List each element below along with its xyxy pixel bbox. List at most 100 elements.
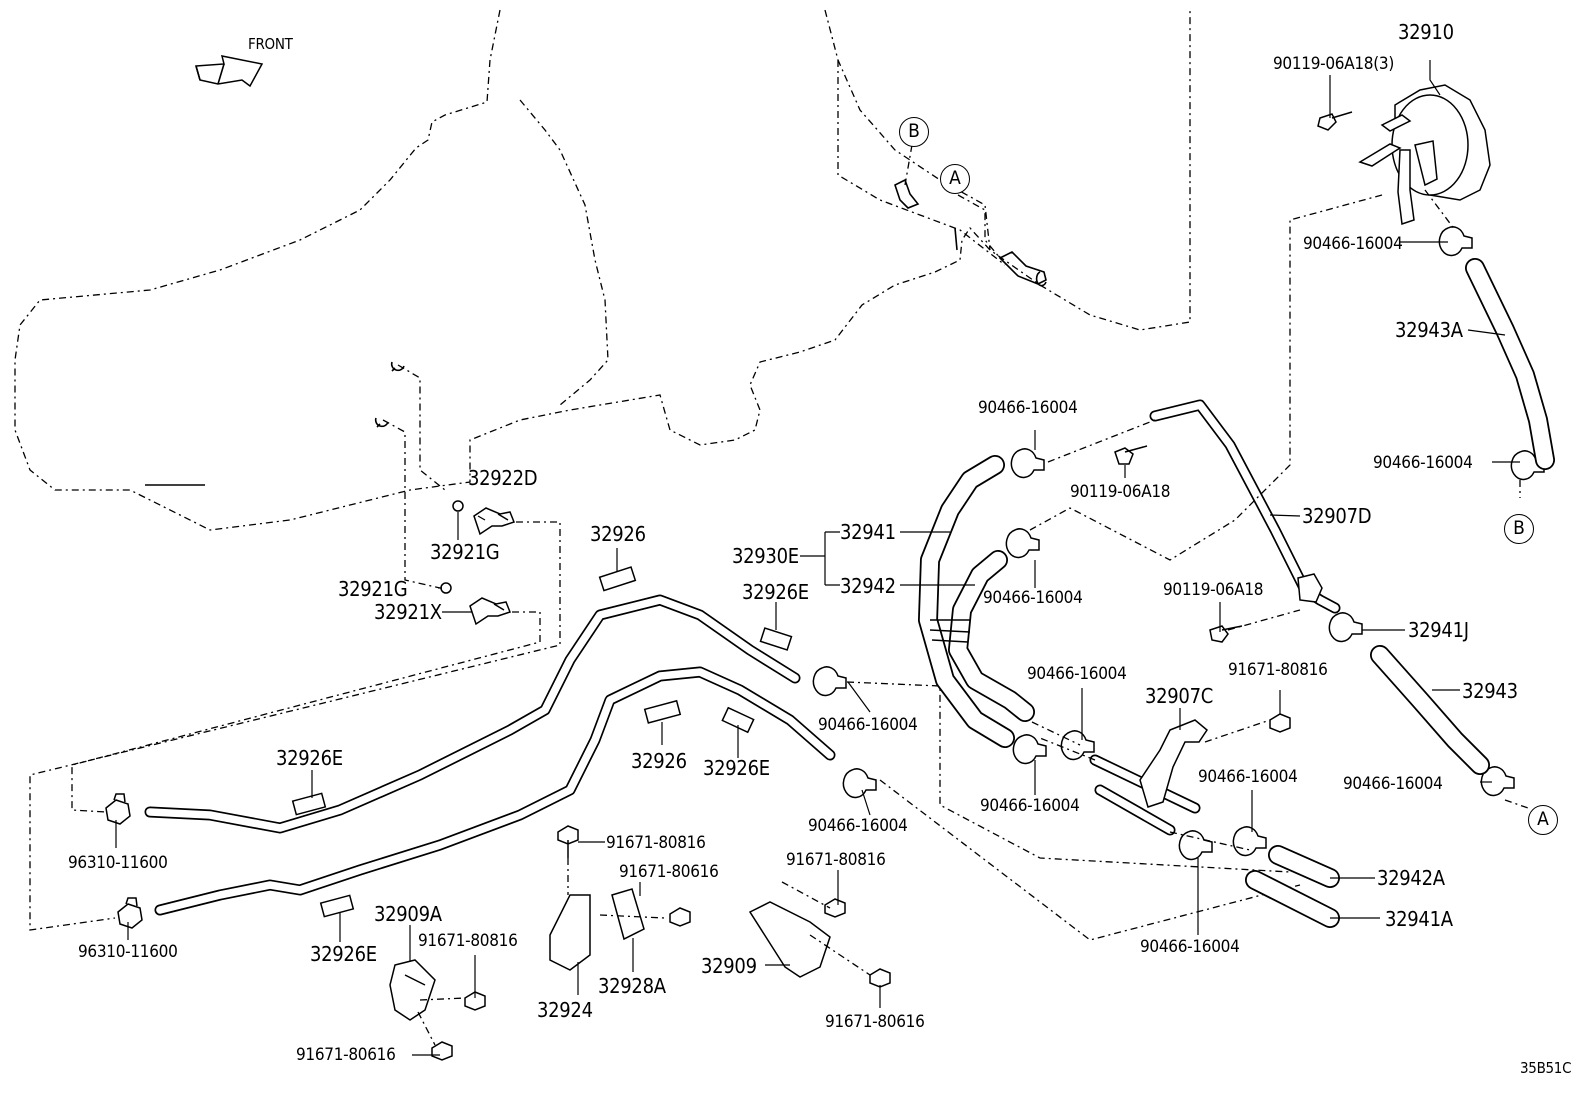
label-91671-80616-b: 91671-80616 [619,862,719,882]
label-91671-80616-c: 91671-80616 [825,1012,925,1032]
hose-32941 [918,455,1015,748]
assembly-line-11 [1204,719,1271,743]
pipe-32907C-2 [1094,784,1176,836]
label-32926E-4: 32926E [310,942,377,966]
label-32921X: 32921X [374,600,442,624]
sleeve-32926-2 [643,699,682,724]
label-32926-2: 32926 [631,749,687,773]
label-90466-c3: 90466-16004 [1198,767,1298,787]
label-90119-06A18-3: 90119-06A18(3) [1273,54,1395,74]
assembly-line-16 [417,997,466,1046]
assembly-line-3 [846,681,1291,873]
clamp-c4 [1178,830,1213,861]
label-90466-c2: 90466-16004 [980,796,1080,816]
housing-dash-4 [397,364,446,491]
label-90466-midleft: 90466-16004 [983,588,1083,608]
label-90466-pipe1: 90466-16004 [818,715,918,735]
clamp-upper [1010,448,1045,479]
assembly-line-9 [1504,799,1529,809]
label-32909A: 32909A [374,902,442,926]
bracket-32924 [549,894,591,971]
housing-edge-3 [837,60,1006,266]
label-32928A: 32928A [598,974,666,998]
fitting-32921X [469,597,511,626]
bracket-32907D [1297,573,1323,603]
bolt-90119-top [1317,111,1353,131]
label-91671-80816-b: 91671-80816 [606,833,706,853]
label-32921G-1: 32921G [430,540,500,564]
bolt-91671-right [1269,713,1291,733]
hose-band [929,619,971,643]
bolt-91671-80816-c [824,898,846,918]
label-32941: 32941 [840,520,896,544]
label-32926-1: 32926 [590,522,646,546]
assembly-line-5 [1029,194,1383,561]
label-90119-lower: 90119-06A18 [1163,580,1264,600]
assembly-line-1 [29,521,561,931]
clamp-pipe1 [812,666,847,697]
label-91671-80816-c: 91671-80816 [786,850,886,870]
bolt-91671-80616-b [669,907,691,927]
hose-32942A [1268,845,1340,888]
label-90466-upper: 90466-16004 [978,398,1078,418]
housing-fitting-a [998,251,1047,285]
marker-a-top: A [940,164,970,194]
transmission-outline [14,9,1191,531]
assembly-line-10 [1227,609,1301,631]
label-32943A: 32943A [1395,318,1463,342]
label-90466-c4: 90466-16004 [1140,937,1240,957]
bracket-32909A [389,959,436,1021]
clamp-icon-set [812,226,1545,861]
assembly-line-17 [904,144,913,186]
assembly-line-2 [71,611,541,813]
label-32907C: 32907C [1145,684,1213,708]
marker-a-right: A [1528,805,1558,835]
label-32941J: 32941J [1408,618,1469,642]
label-32942A: 32942A [1377,866,1445,890]
hose-32942 [948,550,1035,722]
front-label: FRONT [248,35,293,53]
label-32926E-3: 32926E [703,756,770,780]
label-32922D: 32922D [468,466,538,490]
clip-32928A [611,888,645,941]
clamp-pipe2 [842,768,877,799]
label-90466-c1: 90466-16004 [1027,664,1127,684]
hose-32941A [1245,870,1340,928]
oring-32921G-2 [440,582,452,594]
fitting-96310-1 [105,793,131,825]
housing-nipple-1 [390,361,405,372]
marker-b-right: B [1504,514,1534,544]
label-32921G-2: 32921G [338,577,408,601]
housing-nipple-2 [374,417,389,428]
assembly-line-14 [567,858,666,919]
sleeve-32926E-4 [319,894,355,918]
front-arrow-icon [195,55,264,88]
label-90119-mid: 90119-06A18 [1070,482,1171,502]
leader-lines [115,60,1520,1056]
clamp-c2 [1012,734,1047,765]
bolt-91671-80616-c [869,968,891,988]
label-32943: 32943 [1462,679,1518,703]
fluid-pipe-lower [154,666,836,916]
label-32941A: 32941A [1385,907,1453,931]
bolt-91671-80816-b [557,825,579,858]
clamp-c1 [1060,730,1095,761]
label-91671-80616-a: 91671-80616 [296,1045,396,1065]
clamp-c3 [1232,826,1267,857]
hose-32943 [1370,645,1490,775]
label-32907D: 32907D [1302,504,1372,528]
label-91671-80816-a: 91671-80816 [418,931,518,951]
front-arrow-edge [195,63,225,85]
label-91671-80816-right: 91671-80816 [1228,660,1328,680]
sleeve-32926E-1 [759,627,793,651]
assembly-line-15 [781,881,871,976]
housing-edge-1 [519,99,609,406]
bolt-90119-lower [1209,625,1243,643]
assembly-line-13 [1169,831,1251,851]
label-32942: 32942 [840,574,896,598]
fluid-pipe-upper [144,594,801,834]
label-96310-2: 96310-11600 [78,942,178,962]
housing-line-2 [954,227,958,251]
sleeve-32926E-3 [291,792,327,816]
